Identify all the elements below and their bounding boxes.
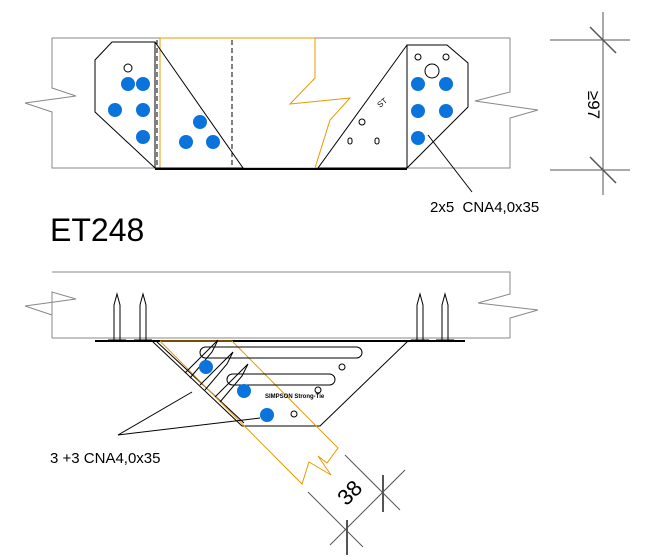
slots — [199, 346, 363, 418]
leader-lines-bottom — [117, 391, 261, 436]
flange-nails — [108, 292, 454, 341]
bracket-plate — [151, 340, 409, 427]
nail-dot — [411, 131, 425, 145]
nail-dot — [199, 360, 213, 374]
hole — [358, 118, 366, 126]
hole — [123, 63, 133, 73]
nail-dot — [260, 408, 274, 422]
dimension-thickness — [307, 454, 406, 555]
nails-top — [108, 77, 453, 149]
nail-dot — [179, 135, 193, 149]
bottom-view: SIMPSON Strong-Tie — [24, 271, 539, 555]
nail-dot — [411, 104, 425, 118]
joist-outline-top — [159, 37, 352, 169]
nail-dot — [237, 384, 251, 398]
nails-bottom — [199, 360, 274, 422]
hole — [424, 63, 440, 79]
hole — [414, 53, 422, 61]
leader-line — [427, 134, 473, 193]
nail-dot — [193, 115, 207, 129]
beam-outline-top — [24, 37, 539, 169]
nail-dot — [206, 135, 220, 149]
nail-dot — [439, 77, 453, 91]
plate-logo: SIMPSON Strong-Tie — [265, 394, 325, 400]
thickness-dimension-label: 38 — [332, 475, 367, 510]
product-title: ET248 — [50, 212, 144, 248]
nail-dot — [136, 130, 150, 144]
beam-outline-bottom — [24, 271, 539, 338]
logo-mark: ST — [376, 96, 390, 110]
nail-dot — [108, 103, 122, 117]
top-fastener-label: 2x5 CNA4,0x35 — [430, 199, 539, 216]
slot — [374, 137, 380, 145]
nail-dot — [439, 104, 453, 118]
height-dimension-label: ≥97 — [584, 91, 603, 119]
bottom-fastener-label: 3 +3 CNA4,0x35 — [50, 450, 161, 467]
slot — [347, 137, 353, 145]
joist-outline-bottom — [159, 340, 339, 485]
top-view: ST — [24, 12, 630, 195]
nail-dot — [121, 77, 135, 91]
dimension-height — [550, 12, 630, 195]
nail-dot — [136, 77, 150, 91]
hole — [442, 53, 450, 61]
nail-dot — [136, 103, 150, 117]
nail-dot — [411, 77, 425, 91]
